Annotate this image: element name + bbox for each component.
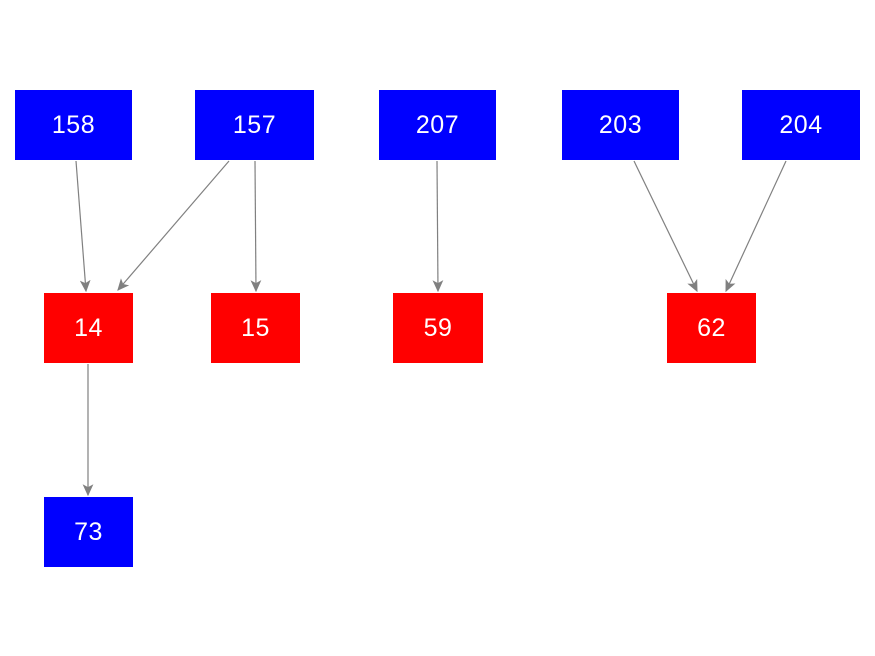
edge-arrow bbox=[75, 160, 91, 293]
node-label: 15 bbox=[241, 313, 270, 342]
node-label: 158 bbox=[51, 110, 96, 139]
node-label: 203 bbox=[598, 110, 643, 139]
edge-arrow bbox=[250, 160, 262, 293]
node-label: 207 bbox=[415, 110, 460, 139]
edge-arrow bbox=[432, 160, 444, 293]
edge-arrow bbox=[117, 160, 230, 291]
graph-node-14[interactable]: 14 bbox=[44, 293, 133, 363]
graph-node-15[interactable]: 15 bbox=[211, 293, 300, 363]
graph-node-157[interactable]: 157 bbox=[195, 90, 314, 160]
graph-node-158[interactable]: 158 bbox=[15, 90, 132, 160]
graph-node-203[interactable]: 203 bbox=[562, 90, 679, 160]
node-label: 62 bbox=[697, 313, 726, 342]
graph-node-207[interactable]: 207 bbox=[379, 90, 496, 160]
node-label: 157 bbox=[232, 110, 277, 139]
graph-node-59[interactable]: 59 bbox=[393, 293, 483, 363]
node-label: 14 bbox=[74, 313, 103, 342]
graph-node-62[interactable]: 62 bbox=[667, 293, 756, 363]
edge-arrow bbox=[633, 160, 698, 293]
node-label: 59 bbox=[423, 313, 453, 342]
graph-node-73[interactable]: 73 bbox=[44, 497, 133, 567]
edge-arrow bbox=[725, 160, 787, 293]
node-label: 204 bbox=[779, 110, 823, 139]
node-label: 73 bbox=[74, 517, 103, 546]
graph-node-204[interactable]: 204 bbox=[742, 90, 860, 160]
